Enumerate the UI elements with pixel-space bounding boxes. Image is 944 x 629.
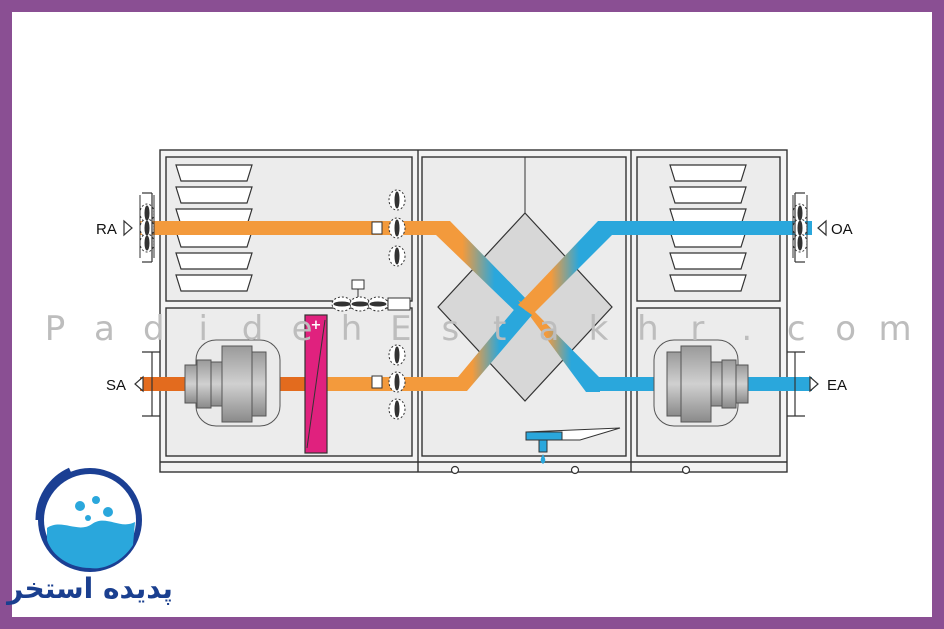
oa-arrow-icon	[817, 219, 827, 237]
ea-arrow-icon	[809, 375, 819, 393]
bypass-damper-lower	[371, 344, 406, 420]
dampers	[139, 189, 808, 420]
oa-damper	[792, 195, 808, 258]
logo-text: پدیده استخر	[5, 572, 173, 605]
drain-holes	[450, 465, 691, 475]
flow-arrows	[123, 219, 827, 393]
ra-damper	[139, 195, 155, 258]
recirculation-damper	[331, 279, 411, 312]
outdoor-air-stream	[518, 221, 812, 315]
supply-fan	[184, 339, 281, 427]
condensate-drain	[525, 427, 621, 464]
plus-icon: +	[311, 318, 322, 333]
ra-label: RA	[96, 221, 117, 238]
exhaust-fan	[653, 339, 749, 427]
return-air-stream	[140, 221, 532, 314]
ra-arrow-icon	[123, 219, 133, 237]
sa-label: SA	[106, 377, 126, 394]
bypass-damper-upper	[371, 189, 406, 267]
heater-coil: +	[304, 314, 328, 454]
company-logo: پدیده استخر	[5, 467, 173, 605]
oa-label: OA	[831, 221, 853, 238]
ea-label: EA	[827, 377, 847, 394]
duct-flanges	[142, 192, 805, 417]
sa-arrow-icon	[134, 375, 144, 393]
